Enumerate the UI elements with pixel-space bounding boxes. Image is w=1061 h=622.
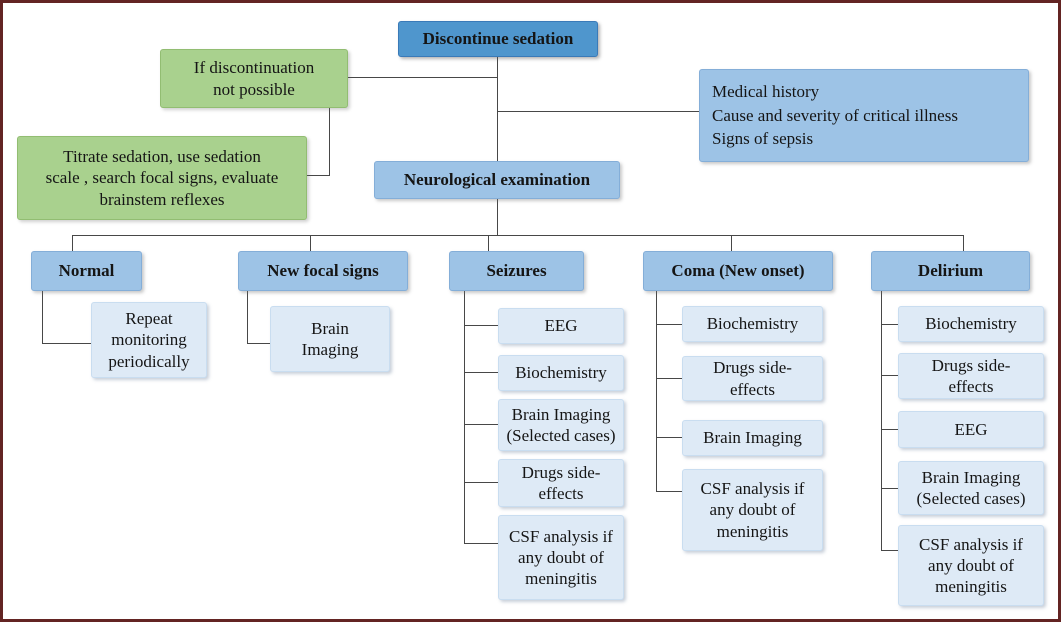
connector-line [72,235,73,251]
connector-line [307,175,329,176]
item-drugs-side-effects-coma: Drugs side-effects [682,356,823,401]
if-box-line: not possible [213,79,295,99]
titrate-sedation-box: Titrate sedation, use sedation scale , s… [17,136,307,220]
header-delirium: Delirium [871,251,1030,291]
connector-line [656,324,682,325]
item-brain-imaging-newfocal: Brain Imaging [270,306,390,372]
discontinue-sedation-box: Discontinue sedation [398,21,598,57]
item-drugs-side-effects-delirium: Drugs side-effects [898,353,1044,399]
connector-line [488,235,489,251]
connector-line [656,437,682,438]
item-biochemistry-coma: Biochemistry [682,306,823,342]
item-eeg-seizures: EEG [498,308,624,344]
item-brain-imaging-selected-seizures: Brain Imaging (Selected cases) [498,399,624,451]
history-box-line: Signs of sepsis [712,129,814,149]
connector-line [72,235,963,236]
connector-line [881,550,898,551]
header-seizures: Seizures [449,251,584,291]
if-box-line: If discontinuation [193,58,315,78]
connector-line [247,343,270,344]
connector-line [963,235,964,251]
connector-line [881,375,898,376]
connector-line [656,291,657,491]
connector-line [731,235,732,251]
connector-line [42,343,91,344]
connector-line [656,491,682,492]
header-coma-new-onset: Coma (New onset) [643,251,833,291]
if-discontinuation-not-possible-box: If discontinuation not possible [160,49,348,108]
connector-line [464,372,498,373]
medical-history-box: Medical history Cause and severity of cr… [699,69,1029,162]
titrate-box-line: Titrate sedation, use sedation [63,147,261,167]
item-csf-analysis-delirium: CSF analysis if any doubt of meningitis [898,525,1044,606]
connector-line [497,57,498,161]
header-normal: Normal [31,251,142,291]
connector-line [247,291,248,344]
item-brain-imaging-coma: Brain Imaging [682,420,823,456]
history-box-line: Cause and severity of critical illness [712,105,958,125]
connector-line [464,543,498,544]
header-new-focal-signs: New focal signs [238,251,408,291]
connector-line [881,488,898,489]
item-drugs-side-effects-seizures: Drugs side-effects [498,459,624,507]
item-brain-imaging-selected-delirium: Brain Imaging (Selected cases) [898,461,1044,515]
connector-line [497,111,699,112]
item-biochemistry-delirium: Biochemistry [898,306,1044,342]
neurological-examination-box: Neurological examination [374,161,620,199]
item-eeg-delirium: EEG [898,411,1044,448]
item-biochemistry-seizures: Biochemistry [498,355,624,391]
connector-line [464,325,498,326]
connector-line [464,424,498,425]
history-box-line: Medical history [712,82,820,102]
connector-line [881,324,898,325]
connector-line [348,77,497,78]
connector-line [497,199,498,235]
connector-line [464,291,465,544]
connector-line [881,291,882,550]
connector-line [329,108,330,176]
item-csf-analysis-coma: CSF analysis if any doubt of meningitis [682,469,823,551]
item-csf-analysis-seizures: CSF analysis if any doubt of meningitis [498,515,624,600]
connector-line [310,235,311,251]
connector-line [42,291,43,344]
titrate-box-line: brainstem reflexes [99,189,225,209]
connector-line [656,378,682,379]
connector-line [464,482,498,483]
item-repeat-monitoring: Repeat monitoring periodically [91,302,207,378]
titrate-box-line: scale , search focal signs, evaluate [45,168,279,188]
connector-line [881,429,898,430]
